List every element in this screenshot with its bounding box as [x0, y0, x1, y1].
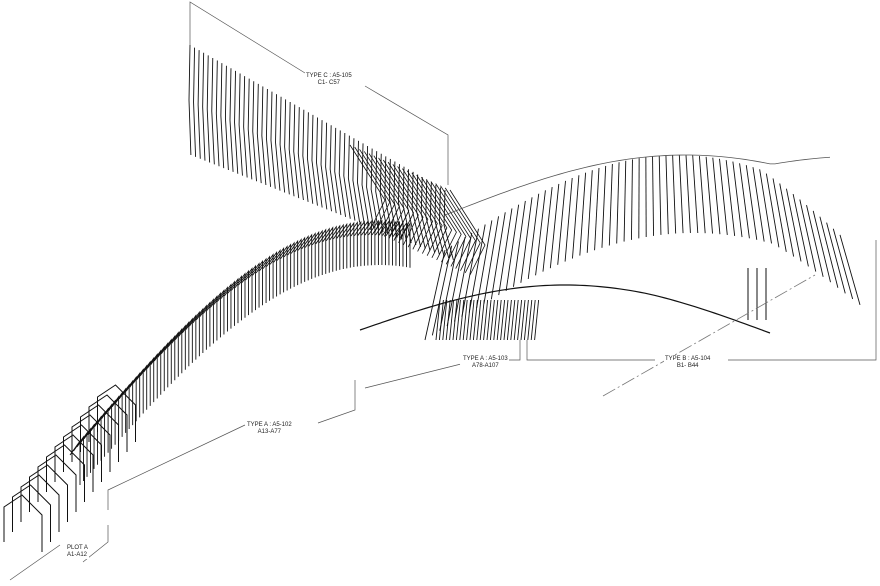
plot-a-frames — [3, 384, 136, 552]
label-type-c: TYPE C : A5-105 C1- C57 — [305, 73, 353, 87]
label-plot-a: PLOT A A1-A12 — [66, 545, 89, 559]
label-type-a-103: TYPE A : A5-103 A78-A107 — [462, 356, 509, 370]
type-b-fins — [359, 154, 861, 397]
label-type-b: TYPE B : A5-104 B1- B44 — [664, 356, 712, 370]
type-c-fins — [188, 44, 486, 276]
label-type-a-102: TYPE A : A5-102 A13-A77 — [246, 422, 293, 436]
type-a-fins — [69, 219, 411, 485]
dimension-leaders — [9, 1, 877, 581]
